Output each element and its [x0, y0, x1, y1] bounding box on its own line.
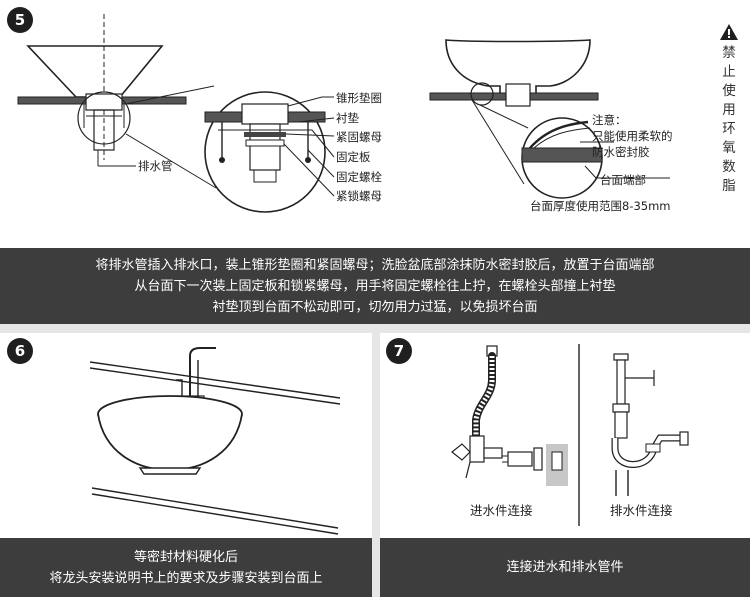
note-line1: 只能使用柔软的: [592, 129, 673, 143]
warning-char: 脂: [722, 178, 736, 194]
step6-caption-line: 将龙头安装说明书上的要求及步骤安装到台面上: [49, 570, 323, 586]
step5-right-diagram: [429, 24, 738, 199]
step5-number: 5: [7, 7, 33, 33]
warning-char: 用: [722, 102, 736, 118]
note-thickness: 台面厚度使用范围8-35mm: [530, 199, 671, 213]
step7-caption-line: 连接进水和排水管件: [506, 560, 624, 575]
step6-caption: 等密封材料硬化后 将龙头安装说明书上的要求及步骤安装到台面上: [0, 538, 372, 597]
warning-char: 使: [722, 83, 736, 99]
warning-char: 止: [722, 64, 736, 80]
warning-triangle-icon: [720, 24, 738, 40]
step6-number: 6: [7, 338, 33, 364]
step6-caption-line: 等密封材料硬化后: [133, 549, 238, 565]
inlet-connection-label: 进水件连接: [470, 503, 533, 518]
step5-caption-line: 将排水管插入排水口，装上锥形垫圈和紧固螺母；洗脸盆底部涂抹防水密封胶后，放置于台…: [95, 257, 655, 273]
step7-caption: 连接进水和排水管件: [380, 538, 750, 597]
label-cone-washer: 锥形垫圈: [336, 91, 382, 105]
step7-number: 7: [386, 338, 412, 364]
note-title: 注意：: [592, 113, 627, 127]
warning-char: 氧: [722, 140, 736, 156]
label-locking-nut: 紧锁螺母: [336, 189, 382, 203]
label-lock-nut: 紧固螺母: [336, 130, 382, 144]
warning-char: 禁: [722, 45, 736, 61]
note-edge: 台面端部: [600, 173, 646, 187]
outlet-connection-label: 排水件连接: [610, 503, 673, 518]
label-fixing-bolt: 固定螺栓: [336, 170, 382, 184]
step5-left-diagram: [17, 14, 335, 213]
step5-caption: 将排水管插入排水口，装上锥形垫圈和紧固螺母；洗脸盆底部涂抹防水密封胶后，放置于台…: [0, 248, 750, 324]
label-fixing-plate: 固定板: [336, 150, 371, 164]
label-liner: 衬垫: [336, 111, 359, 125]
note-line2: 防水密封胶: [592, 145, 650, 159]
warning-char: 环: [722, 121, 736, 137]
step5-caption-line: 衬垫顶到台面不松动即可，切勿用力过猛，以免损坏台面: [212, 299, 538, 315]
warning-char: 数: [722, 159, 736, 175]
step5-caption-line: 从台面下一次装上固定板和锁紧螺母，用手将固定螺栓往上拧，在螺栓头部撞上衬垫: [134, 278, 616, 294]
step5-panel: [0, 0, 750, 248]
label-drain-pipe: 排水管: [138, 159, 173, 173]
